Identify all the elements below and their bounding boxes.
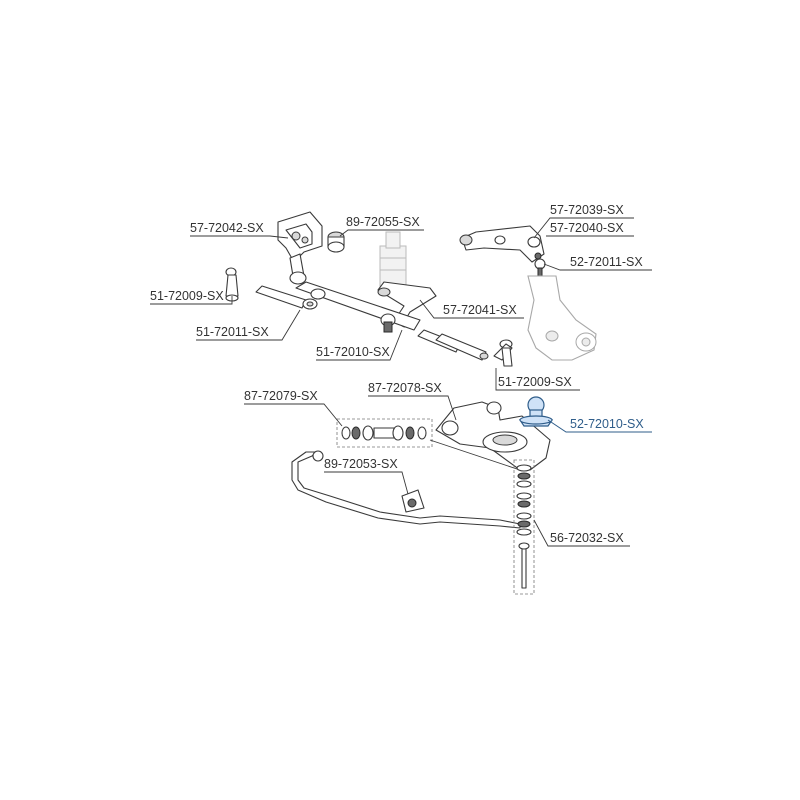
sway-bar-bushing[interactable] xyxy=(401,489,425,513)
shock-absorber xyxy=(379,231,407,287)
idler-arm-bracket[interactable] xyxy=(277,211,323,285)
callout-57-72040[interactable]: 57-72040-SX xyxy=(550,221,624,235)
lower-arm-bushing-kit[interactable] xyxy=(336,418,433,448)
callout-51-72010[interactable]: 51-72010-SX xyxy=(316,345,390,359)
callout-51-72011[interactable]: 51-72011-SX xyxy=(196,325,269,339)
callout-57-72039[interactable]: 57-72039-SX xyxy=(550,203,624,217)
tie-rod-sleeve-left[interactable] xyxy=(255,285,318,310)
callout-51-72009-right[interactable]: 51-72009-SX xyxy=(498,375,572,389)
sway-bar[interactable] xyxy=(291,450,521,529)
callout-57-72042[interactable]: 57-72042-SX xyxy=(190,221,264,235)
steering-knuckle xyxy=(527,275,597,361)
callout-89-72053[interactable]: 89-72053-SX xyxy=(324,457,398,471)
lower-ball-joint[interactable] xyxy=(518,396,554,427)
callout-52-72010[interactable]: 52-72010-SX xyxy=(570,417,644,431)
center-link[interactable] xyxy=(295,281,421,333)
callout-labels: 57-72042-SX 89-72055-SX 57-72039-SX 57-7… xyxy=(150,203,644,545)
callout-87-72078[interactable]: 87-72078-SX xyxy=(368,381,442,395)
callout-87-72079[interactable]: 87-72079-SX xyxy=(244,389,318,403)
sway-bar-end-link-kit[interactable] xyxy=(513,459,535,595)
callout-56-72032[interactable]: 56-72032-SX xyxy=(550,531,624,545)
callout-57-72041[interactable]: 57-72041-SX xyxy=(443,303,517,317)
upper-control-arm[interactable] xyxy=(459,225,545,263)
idler-bushing[interactable] xyxy=(327,231,345,253)
callout-89-72055[interactable]: 89-72055-SX xyxy=(346,215,420,229)
tie-rod-sleeve-right[interactable] xyxy=(417,329,489,361)
callout-51-72009-left[interactable]: 51-72009-SX xyxy=(150,289,224,303)
tie-rod-end-left[interactable] xyxy=(225,267,239,302)
leader-lines xyxy=(150,217,652,547)
tie-rod-end-right[interactable] xyxy=(493,339,513,367)
callout-52-72011[interactable]: 52-72011-SX xyxy=(570,255,643,269)
upper-ball-joint[interactable] xyxy=(534,258,546,277)
